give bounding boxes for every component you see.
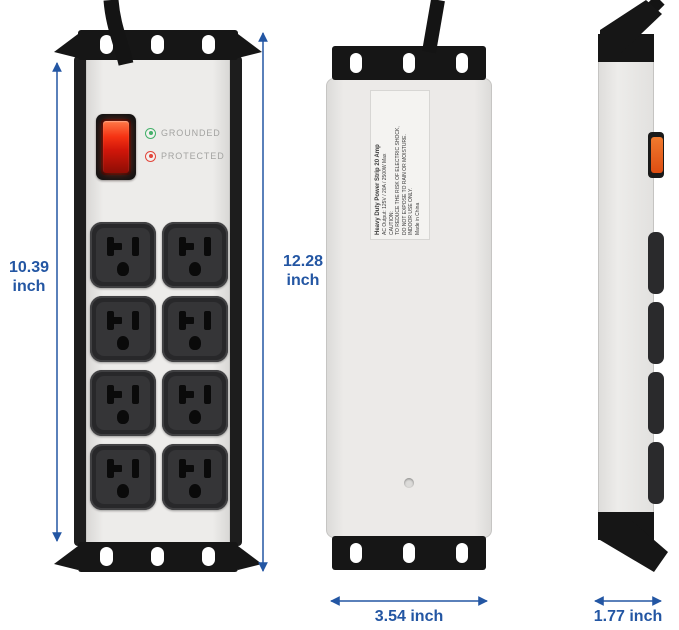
outlet-neutral-slot (107, 459, 122, 478)
outlet-neutral-slot (179, 311, 194, 330)
side-power-switch (651, 137, 663, 173)
outlet-hot-slot (204, 237, 211, 256)
outlet (162, 296, 228, 362)
outlet (90, 370, 156, 436)
back-top-mounting-bracket (332, 46, 486, 80)
outlet-hot-slot (132, 459, 139, 478)
mounting-hole (202, 35, 215, 54)
grounded-indicator-icon (145, 127, 156, 139)
protected-indicator-icon (145, 150, 156, 162)
outlet (162, 444, 228, 510)
dimension-unit: inch (286, 272, 320, 289)
dimension-value: 3.54 (374, 608, 406, 625)
power-switch (96, 114, 136, 180)
dimension-body-height: 10.39 inch (2, 258, 56, 296)
outlet (90, 222, 156, 288)
outlet (162, 222, 228, 288)
outlet (90, 296, 156, 362)
mounting-hole (403, 543, 415, 563)
dimension-value: 12.28 (282, 253, 324, 270)
outlet-ground-hole (117, 336, 129, 350)
outlet-neutral-slot (179, 237, 194, 256)
dimension-unit: inch (410, 608, 444, 625)
side-outlet-profile (648, 302, 664, 364)
front-bottom-mounting-bracket (78, 542, 238, 572)
dimension-value: 10.39 (8, 259, 50, 276)
dimension-unit: inch (12, 278, 46, 295)
outlet-ground-hole (189, 262, 201, 276)
mounting-hole (151, 35, 164, 54)
mounting-hole (456, 53, 468, 73)
mounting-hole (202, 547, 215, 566)
side-outlet-profile (648, 232, 664, 294)
outlet (90, 444, 156, 510)
mounting-hole (350, 543, 362, 563)
outlet-ground-hole (117, 410, 129, 424)
outlet-neutral-slot (107, 385, 122, 404)
outlet-ground-hole (189, 336, 201, 350)
side-bottom-bracket (598, 512, 654, 540)
dimension-value: 1.77 (593, 608, 625, 625)
mounting-hole (403, 53, 415, 73)
protected-indicator: PROTECTED (145, 150, 225, 162)
back-screw-hole (404, 478, 414, 488)
mounting-hole (456, 543, 468, 563)
outlet-ground-hole (117, 484, 129, 498)
outlet-neutral-slot (107, 237, 122, 256)
mounting-hole (151, 547, 164, 566)
outlet-hot-slot (204, 311, 211, 330)
front-left-rail (74, 56, 88, 546)
mounting-hole (100, 547, 113, 566)
outlet (162, 370, 228, 436)
front-right-rail (228, 56, 242, 546)
dimension-total-height: 12.28 inch (274, 252, 332, 290)
outlet-hot-slot (132, 311, 139, 330)
outlet-hot-slot (132, 385, 139, 404)
grounded-indicator-label: GROUNDED (161, 128, 221, 138)
outlet-ground-hole (189, 484, 201, 498)
outlet-neutral-slot (107, 311, 122, 330)
outlet-ground-hole (117, 262, 129, 276)
side-panel (598, 56, 654, 538)
side-top-bracket (598, 34, 654, 62)
power-switch-opening (101, 119, 131, 175)
grounded-indicator: GROUNDED (145, 127, 221, 139)
dimension-depth: 1.77 inch (558, 607, 679, 626)
outlet-hot-slot (204, 385, 211, 404)
dimension-width: 3.54 inch (339, 607, 479, 626)
dimension-unit: inch (629, 608, 663, 625)
outlet-neutral-slot (179, 459, 194, 478)
outlet-hot-slot (132, 237, 139, 256)
side-outlet-profile (648, 372, 664, 434)
outlet-hot-slot (204, 459, 211, 478)
outlet-neutral-slot (179, 385, 194, 404)
side-outlet-profile (648, 442, 664, 504)
protected-indicator-label: PROTECTED (161, 151, 225, 161)
outlet-ground-hole (189, 410, 201, 424)
power-switch-rocker (103, 121, 129, 173)
mounting-hole (350, 53, 362, 73)
back-bottom-mounting-bracket (332, 536, 486, 570)
